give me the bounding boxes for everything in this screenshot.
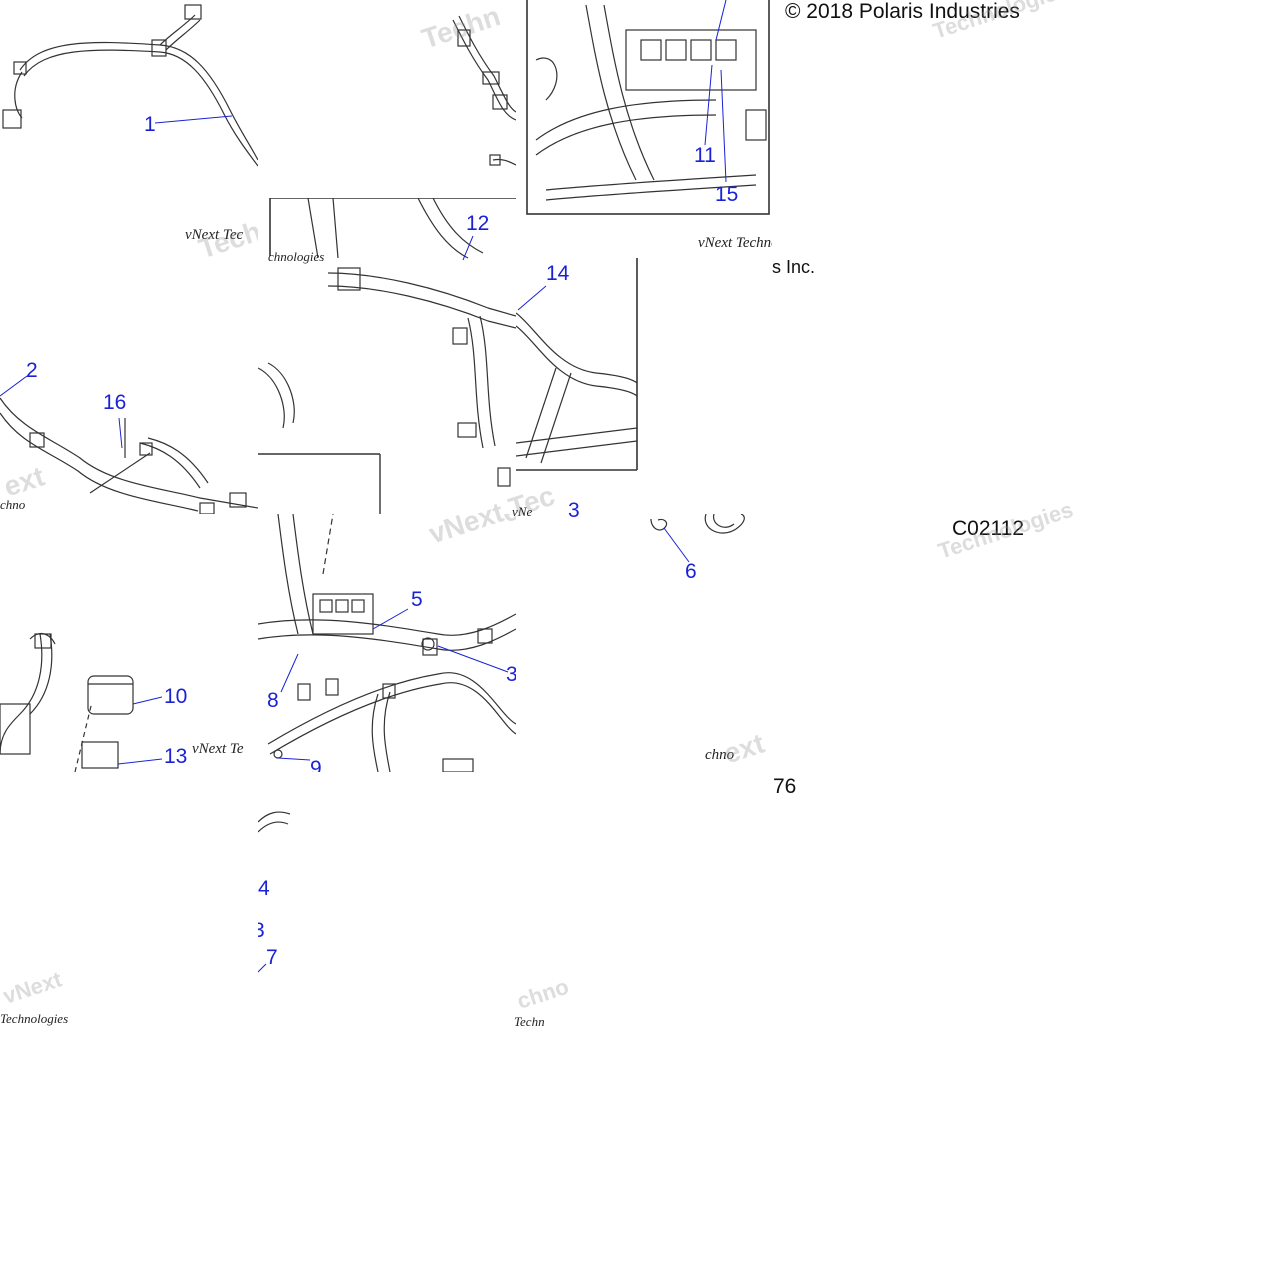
- watermark-text: chno: [0, 497, 26, 512]
- module-drawing: [0, 632, 163, 772]
- callout-16: 16: [103, 391, 127, 414]
- tile-lower-left: 10 13 vNext Te: [0, 514, 258, 772]
- tile-frame-right: 14: [516, 258, 638, 472]
- watermark-text: Techn: [514, 1014, 545, 1029]
- callout-11: 11: [694, 144, 716, 167]
- harness-drawing-1: [2, 4, 258, 167]
- page-number-fragment: 76: [773, 775, 797, 798]
- frame-right-drawing: [516, 258, 638, 471]
- watermark-ghost: vNext: [0, 966, 65, 1009]
- drawing-code: C02112: [952, 517, 1025, 540]
- watermark-text: chnologies: [268, 249, 325, 264]
- callout-5: 5: [411, 588, 423, 611]
- watermark-text: vNext Technologies: [698, 235, 772, 251]
- watermark-ghost: chno: [514, 973, 572, 1014]
- tile-clip: 6: [646, 514, 776, 594]
- callout-4: 4: [258, 877, 270, 900]
- copyright-text: © 2018 Polaris Industries: [785, 0, 1020, 23]
- watermark-text: vNe: [512, 504, 533, 519]
- callout-3-fragment: 3: [568, 499, 580, 522]
- callout-8: 8: [267, 689, 279, 712]
- callout-7: 7: [266, 946, 278, 969]
- callout-13: 13: [164, 745, 188, 768]
- harness-drawing-2: [0, 375, 258, 514]
- callout-15: 15: [715, 183, 739, 206]
- callout-2: 2: [26, 359, 38, 382]
- callout-6: 6: [685, 560, 697, 583]
- connectors-drawing: [452, 15, 516, 166]
- tile-harness-left: 2 16 ext chno: [0, 258, 258, 514]
- tile-fuse-box-main: 5 8 9 3 ext: [258, 514, 516, 772]
- watermark-text: vNext Tec: [185, 227, 244, 243]
- callout-14: 14: [546, 262, 570, 285]
- callout-3: 3: [506, 663, 516, 686]
- watermark-ghost: ext: [720, 727, 769, 770]
- tile-top-middle: Techn: [258, 0, 516, 198]
- clip-drawing: [650, 514, 745, 563]
- callout-3-lower: 3: [258, 919, 265, 942]
- fuse-box-drawing: [526, 0, 770, 215]
- callout-12: 12: [466, 212, 490, 235]
- watermark-text: chno: [705, 747, 735, 763]
- central-frame-drawing: [258, 198, 516, 516]
- tile-central-frame: 12 chnologies: [258, 198, 516, 516]
- callout-9: 9: [310, 757, 322, 772]
- callout-1: 1: [144, 113, 156, 136]
- tile-lower-middle: 4 3 7: [258, 772, 318, 992]
- callout-10: 10: [164, 685, 188, 708]
- tile-harness-upper-left: 1 vNext Tec Technologies: [0, 0, 258, 258]
- copyright-tail: s Inc.: [772, 257, 816, 277]
- tile-fuse-box-inset: 11 15 vNext Technologies: [516, 0, 772, 258]
- watermark-text: Technologies: [0, 1011, 69, 1026]
- lower-fragment-drawing: [258, 811, 291, 973]
- watermark-text: vNext Te: [192, 741, 244, 757]
- main-harness-drawing: [258, 514, 516, 772]
